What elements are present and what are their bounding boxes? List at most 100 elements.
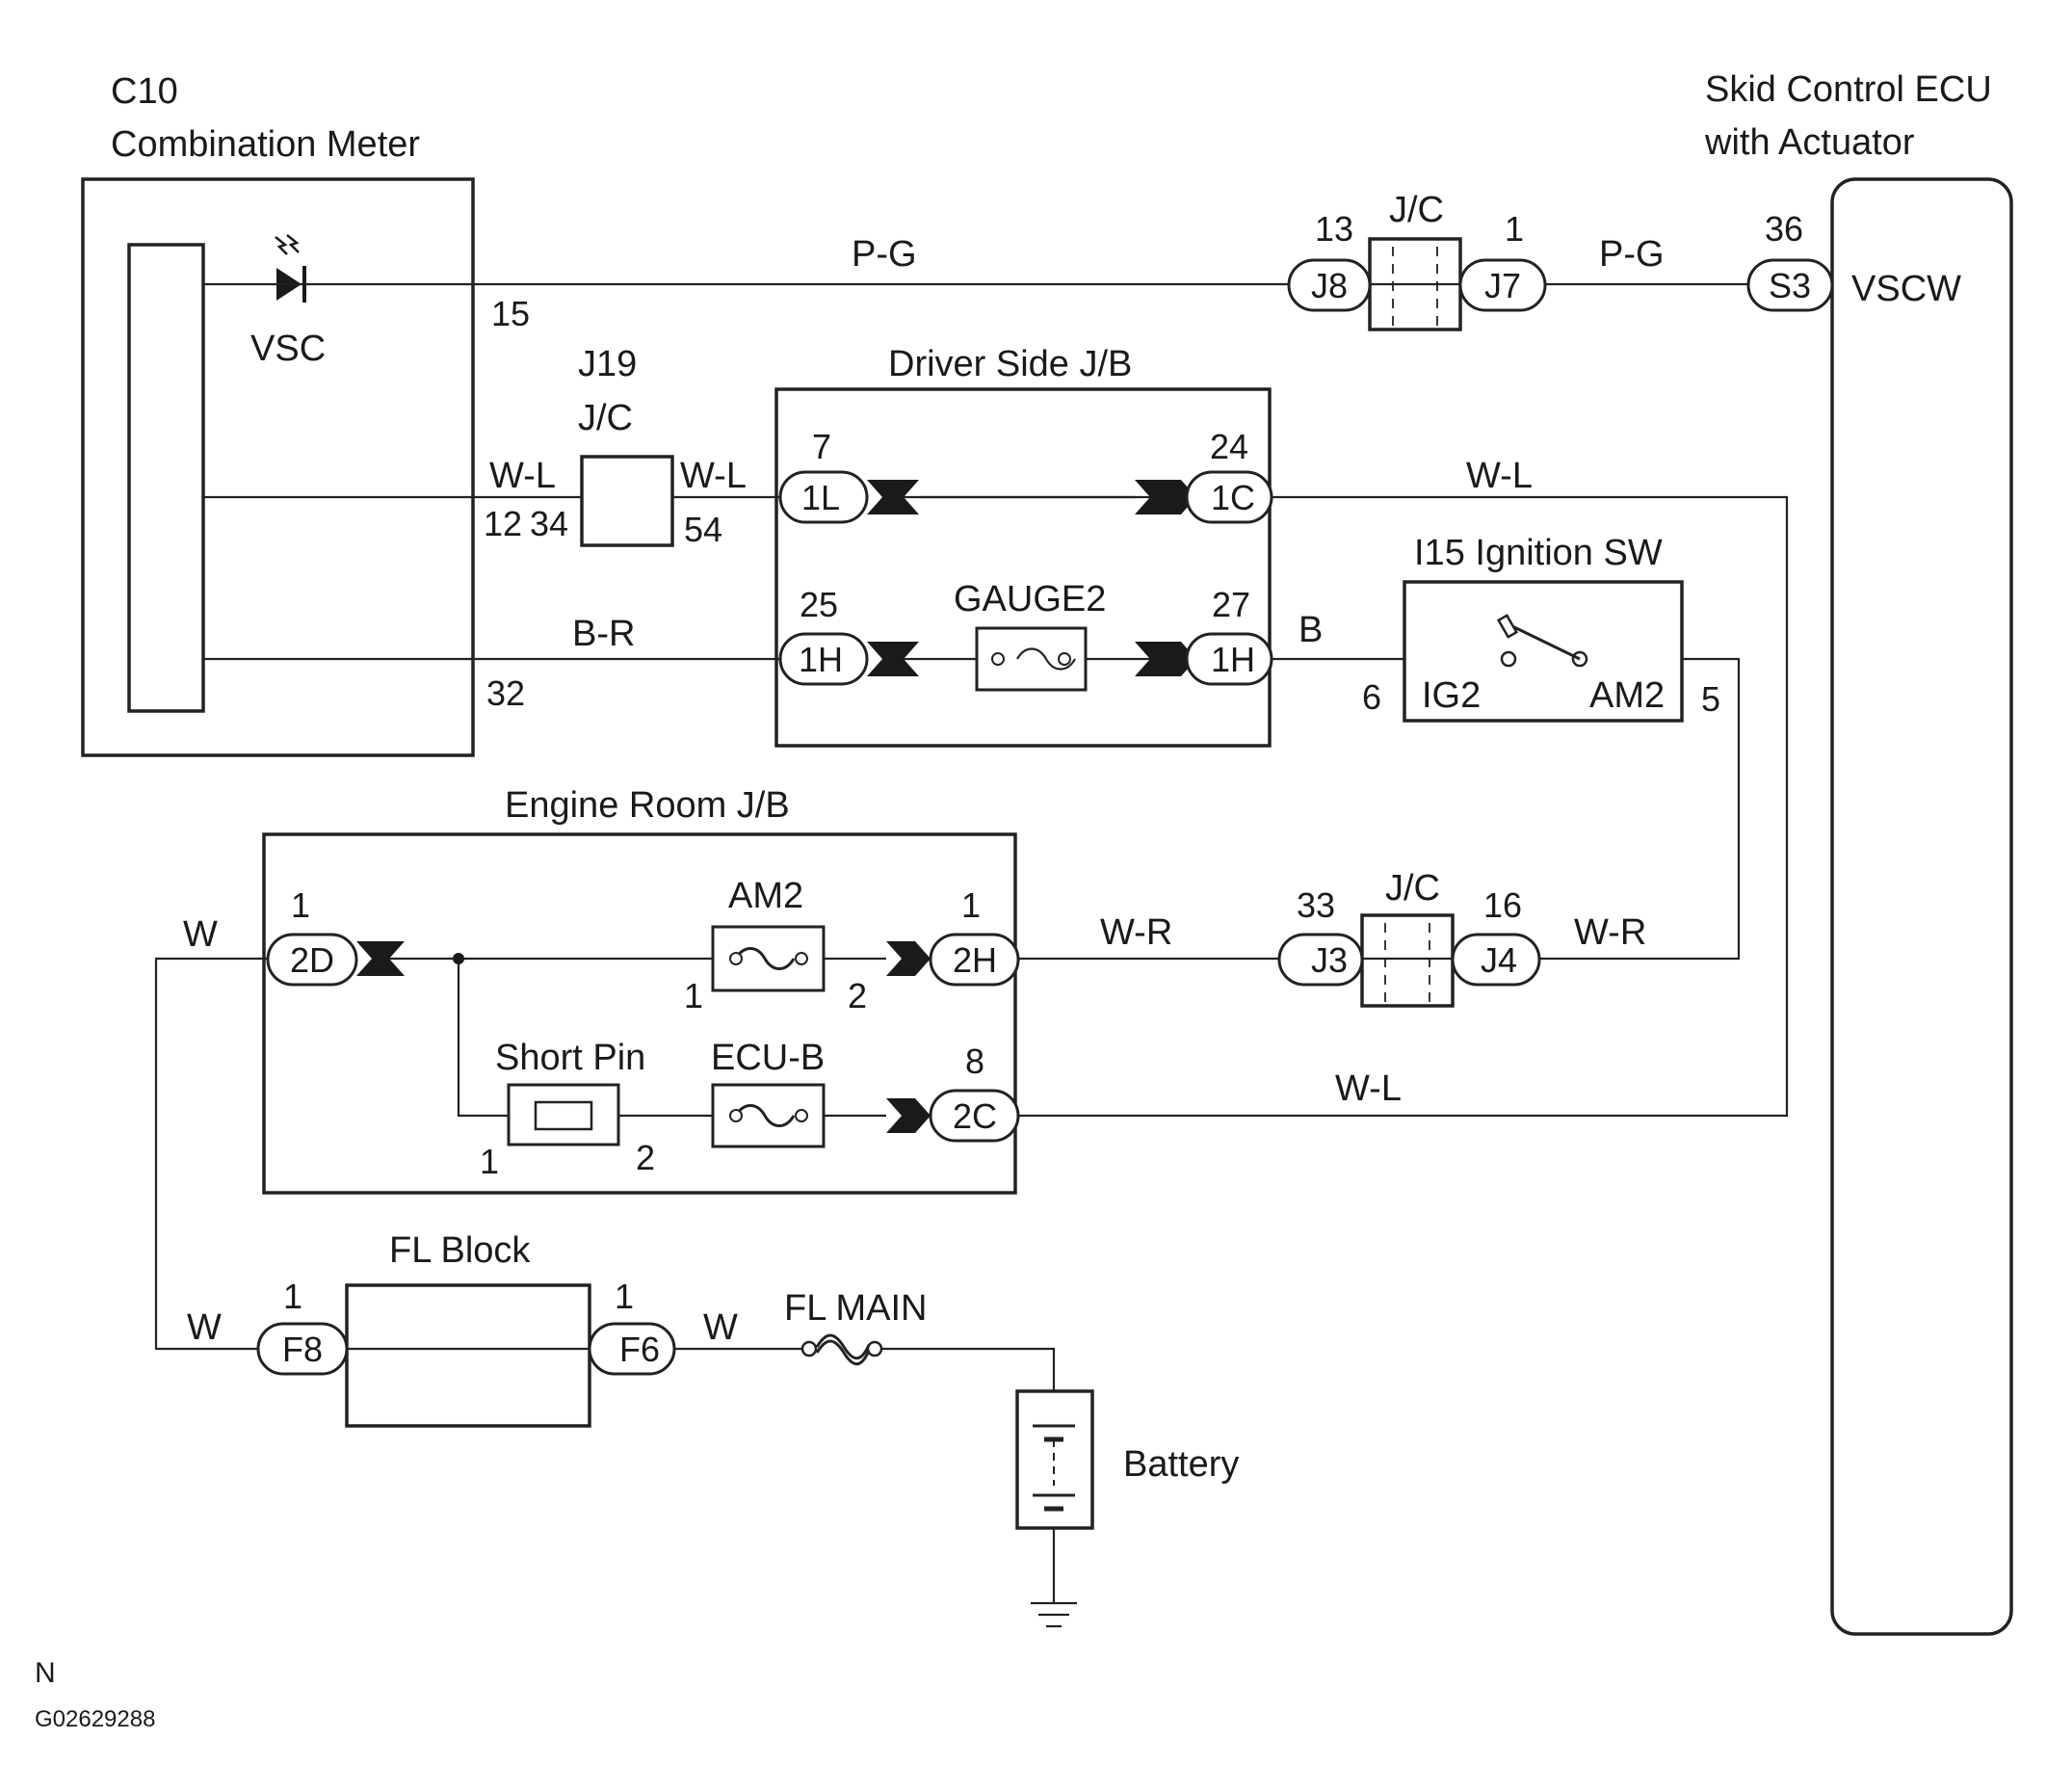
pin-am2-2: 2: [848, 976, 867, 1015]
arrow-2h: [886, 941, 931, 976]
fl-block-name: FL Block: [389, 1230, 531, 1271]
connector-j7-label: J7: [1484, 266, 1521, 305]
meter-code: C10: [111, 71, 178, 112]
combination-meter: C10 Combination Meter VSC 15 12 32: [81, 71, 530, 757]
wire-pg-right: P-G: [1599, 234, 1665, 275]
connector-j4: [1451, 933, 1541, 987]
ignition-term-ig2: IG2: [1422, 675, 1481, 716]
pin-short-2: 2: [636, 1138, 655, 1177]
arrow-1l: [867, 480, 919, 514]
connector-s3: [1746, 258, 1834, 312]
pin-f6-1: 1: [615, 1277, 634, 1316]
meter-name: Combination Meter: [111, 124, 420, 165]
fl-main-label: FL MAIN: [784, 1288, 928, 1329]
vsc-led-icon: [275, 234, 306, 303]
meter-gauge-block: [127, 243, 205, 713]
connector-j3: [1277, 933, 1364, 987]
ignition-switch: I15 Ignition SW IG2 AM2 6 5: [1362, 533, 1720, 723]
pin-f8-1: 1: [283, 1277, 302, 1316]
pin-2h-1: 1: [961, 885, 981, 925]
driver-jb-name: Driver Side J/B: [888, 344, 1132, 384]
wire-w-f6: W: [703, 1307, 738, 1348]
wire-w-2d: W: [183, 914, 218, 955]
connector-j3-label: J3: [1311, 940, 1348, 980]
connector-f6: [588, 1322, 676, 1376]
jc-mid-box: [1360, 913, 1455, 1008]
fl-main: FL MAIN: [784, 1288, 928, 1366]
connector-2h: [929, 933, 1020, 987]
wire-wl-ecu: W-L: [1466, 456, 1533, 496]
pin-meter-15: 15: [491, 294, 530, 333]
wire-b: B: [1298, 610, 1323, 650]
pin-ign-6: 6: [1362, 677, 1381, 717]
pin-j19-54: 54: [684, 510, 722, 549]
j19-jc: J19 J/C 34 54: [530, 344, 722, 549]
gauge2-fuse-icon: [975, 626, 1088, 692]
ecu-box: [1830, 177, 2013, 1636]
footer-code: G02629288: [35, 1706, 155, 1732]
arrow-1h-left: [867, 642, 919, 676]
wire-wl-2c: W-L: [1335, 1068, 1402, 1109]
connector-1h-left: [778, 632, 869, 686]
connector-2c: [929, 1089, 1020, 1143]
pin-s3-36: 36: [1765, 209, 1803, 249]
connector-1h-right: [1185, 632, 1273, 686]
connector-2d: [266, 933, 358, 987]
jc-top: J/C: [1368, 190, 1462, 331]
pin-am2-1: 1: [684, 976, 703, 1015]
battery-icon: [1033, 1424, 1075, 1512]
skid-control-ecu: Skid Control ECU with Actuator VSCW: [1704, 69, 2013, 1636]
pin-2c-8: 8: [965, 1041, 984, 1081]
pin-1h-25: 25: [800, 585, 838, 624]
pin-j3-33: 33: [1297, 885, 1335, 925]
jc-top-name: J/C: [1389, 190, 1444, 230]
connector-1l-label: 1L: [801, 478, 840, 517]
engine-jb-box: [262, 832, 1017, 1195]
wires: [154, 282, 1789, 1628]
connector-2c-label: 2C: [953, 1096, 997, 1136]
j19-code: J19: [578, 344, 637, 384]
connector-j8: [1287, 258, 1372, 312]
pin-j7-1: 1: [1505, 209, 1524, 249]
ecu-name-line1: Skid Control ECU: [1705, 69, 1992, 110]
connector-j8-label: J8: [1311, 266, 1348, 305]
wire-pg-left: P-G: [852, 234, 917, 275]
connector-1c-label: 1C: [1211, 478, 1255, 517]
connector-1h-right-label: 1H: [1211, 640, 1255, 679]
ignition-sw-name: I15 Ignition SW: [1414, 533, 1663, 573]
wire-wl-meter: W-L: [489, 456, 556, 496]
pin-ign-5: 5: [1701, 679, 1720, 719]
battery-label: Battery: [1123, 1444, 1239, 1485]
wire-w-f8: W: [187, 1307, 222, 1348]
switch-contact-icon: [1511, 624, 1581, 661]
arrow-2c: [886, 1098, 931, 1133]
pin-1l-7: 7: [812, 427, 831, 466]
wire-br: B-R: [572, 614, 635, 654]
am2-fuse-icon: [711, 925, 826, 992]
pin-meter-32: 32: [486, 673, 525, 713]
wire-wr-left: W-R: [1100, 912, 1172, 953]
pin-short-1: 1: [480, 1142, 499, 1181]
ecu-b-fuse-icon: [711, 1083, 826, 1148]
driver-jb-box: [774, 387, 1272, 748]
j19-box: [580, 455, 674, 547]
battery: Battery: [1015, 1389, 1239, 1530]
pin-1h-27: 27: [1212, 585, 1250, 624]
fl-block: FL Block: [345, 1230, 591, 1428]
connector-f8: [256, 1322, 349, 1376]
gauge2-fuse-label: GAUGE2: [954, 579, 1106, 619]
connector-2h-label: 2H: [953, 940, 997, 980]
jc-mid-name: J/C: [1385, 868, 1440, 909]
ecu-terminal-vscw: VSCW: [1851, 269, 1961, 309]
battery-box: [1015, 1389, 1094, 1530]
arrow-1h-right: [1135, 642, 1196, 676]
engine-jb-name: Engine Room J/B: [505, 785, 790, 826]
j19-name: J/C: [578, 398, 633, 438]
pin-j8-13: 13: [1315, 209, 1353, 249]
connector-f6-label: F6: [619, 1330, 660, 1369]
pin-1c-24: 24: [1210, 427, 1248, 466]
footer-letter: N: [35, 1657, 56, 1689]
meter-box: [81, 177, 475, 757]
ignition-term-am2: AM2: [1589, 675, 1665, 716]
